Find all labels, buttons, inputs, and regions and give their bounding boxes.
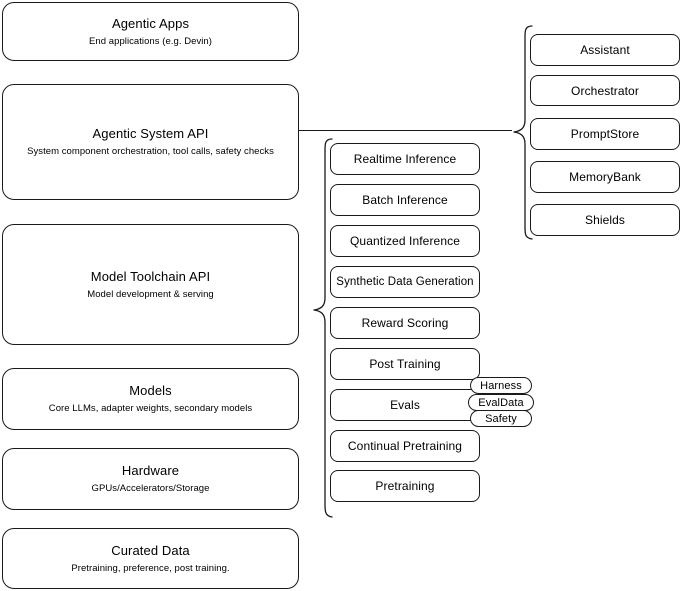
pill-harness[interactable]: Harness	[470, 377, 532, 394]
chip-evals[interactable]: Evals	[330, 389, 480, 421]
chip-reward-scoring[interactable]: Reward Scoring	[330, 307, 480, 339]
layer-title: Model Toolchain API	[90, 268, 211, 284]
chip-post-training[interactable]: Post Training	[330, 348, 480, 380]
layer-title: Hardware	[121, 463, 180, 478]
layer-title: Curated Data	[111, 542, 190, 558]
layer-title: Agentic System API	[92, 126, 209, 141]
layer-subtitle: Pretraining, preference, post training.	[71, 562, 230, 574]
layer-box-model-toolchain-api[interactable]: Model Toolchain API Model development & …	[2, 224, 299, 345]
layer-box-curated-data[interactable]: Curated Data Pretraining, preference, po…	[2, 528, 299, 589]
pill-evaldata[interactable]: EvalData	[468, 394, 534, 411]
layer-subtitle: GPUs/Accelerators/Storage	[91, 483, 210, 494]
layer-subtitle: Model development & serving	[87, 288, 214, 300]
layer-title: Models	[129, 383, 172, 398]
chip-continual-pretraining[interactable]: Continual Pretraining	[330, 430, 480, 462]
layer-box-agentic-system-api[interactable]: Agentic System API System component orch…	[2, 84, 299, 200]
chip-shields[interactable]: Shields	[530, 204, 680, 236]
brace-model-toolchain	[313, 138, 333, 518]
layer-title: Agentic Apps	[111, 15, 190, 31]
layer-subtitle: System component orchestration, tool cal…	[27, 146, 274, 157]
layer-box-models[interactable]: Models Core LLMs, adapter weights, secon…	[2, 368, 299, 430]
chip-orchestrator[interactable]: Orchestrator	[530, 75, 680, 106]
chip-promptstore[interactable]: PromptStore	[530, 118, 680, 150]
connector-agentic-system-api-to-components	[299, 130, 512, 132]
chip-memorybank[interactable]: MemoryBank	[530, 161, 680, 193]
brace-agentic-system-components	[513, 25, 533, 240]
chip-quantized-inference[interactable]: Quantized Inference	[330, 225, 480, 257]
chip-assistant[interactable]: Assistant	[530, 34, 680, 66]
layer-box-hardware[interactable]: Hardware GPUs/Accelerators/Storage	[2, 448, 299, 510]
pill-safety[interactable]: Safety	[470, 410, 532, 427]
chip-pretraining[interactable]: Pretraining	[330, 470, 480, 502]
layer-box-agentic-apps[interactable]: Agentic Apps End applications (e.g. Devi…	[2, 2, 299, 61]
chip-realtime-inference[interactable]: Realtime Inference	[330, 143, 480, 175]
chip-batch-inference[interactable]: Batch Inference	[330, 184, 480, 216]
layer-subtitle: Core LLMs, adapter weights, secondary mo…	[48, 403, 253, 414]
chip-synthetic-data-generation[interactable]: Synthetic Data Generation	[330, 266, 480, 298]
layer-subtitle: End applications (e.g. Devin)	[89, 35, 212, 47]
